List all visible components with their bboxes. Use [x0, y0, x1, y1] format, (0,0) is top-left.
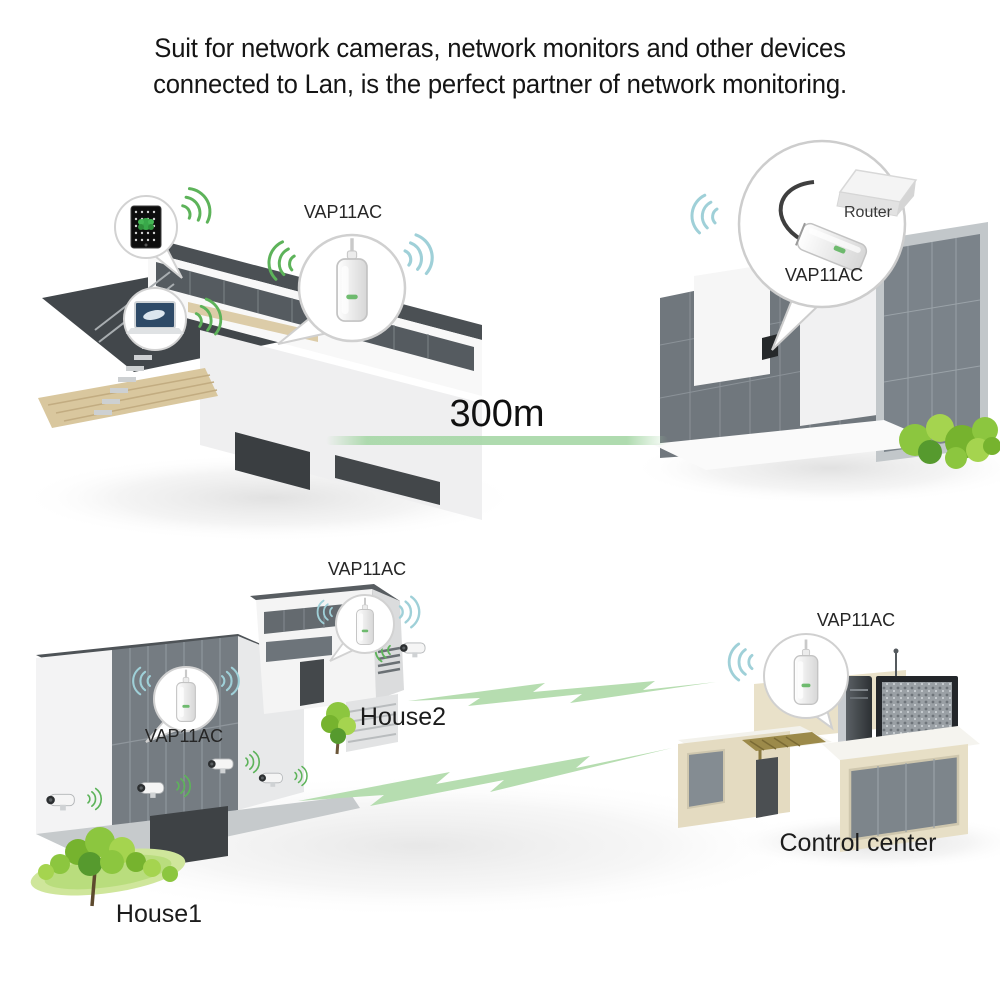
security-camera-icon — [399, 642, 426, 658]
tablet-callout-circle — [114, 195, 183, 279]
signal-bolt-icon — [298, 748, 672, 806]
wifi-signal-icon — [398, 595, 421, 629]
title-line-2: connected to Lan, is the perfect partner… — [153, 69, 847, 99]
router-icon — [836, 169, 918, 217]
vap11ac-callout-circle — [329, 594, 395, 662]
vap11ac-callout-circle — [763, 633, 849, 731]
vap11ac-label-router-circle: VAP11AC — [784, 265, 864, 285]
router-label: Router — [843, 204, 893, 221]
vap11ac-label-control: VAP11AC — [816, 610, 896, 630]
control-center-label: Control center — [779, 829, 937, 857]
vap11ac-label-top-left: VAP11AC — [303, 202, 383, 222]
wifi-signal-icon — [727, 642, 754, 682]
wifi-signal-icon — [400, 230, 439, 279]
wifi-signal-icon — [688, 192, 721, 237]
laptop-callout-circle — [123, 287, 187, 351]
bush-icon — [899, 414, 1000, 469]
router-callout-circle — [737, 139, 918, 351]
title-line-1: Suit for network cameras, network monito… — [154, 33, 846, 63]
wifi-signal-icon — [175, 182, 218, 231]
tree-icon — [321, 702, 356, 755]
vap11ac-label-house1: VAP11AC — [144, 726, 224, 746]
vap11ac-device-icon — [795, 222, 868, 272]
pc-tower-icon — [838, 648, 899, 758]
vap11ac-label-house2: VAP11AC — [327, 559, 407, 579]
distance-label: 300m — [449, 393, 545, 435]
vap11ac-callout-circle — [277, 233, 407, 345]
laptop-icon — [126, 301, 184, 334]
house1-label: House1 — [115, 900, 203, 928]
control-center-illustration — [678, 648, 980, 852]
vap11ac-callout-circle — [145, 666, 219, 743]
tree-icon — [38, 827, 178, 907]
page-title: Suit for network cameras, network monito… — [25, 30, 975, 102]
distance-line — [326, 436, 668, 445]
tablet-icon — [130, 205, 162, 249]
ethernet-cable — [778, 180, 815, 242]
signal-bolt-icon — [408, 681, 716, 706]
house2-label: House2 — [359, 703, 447, 731]
